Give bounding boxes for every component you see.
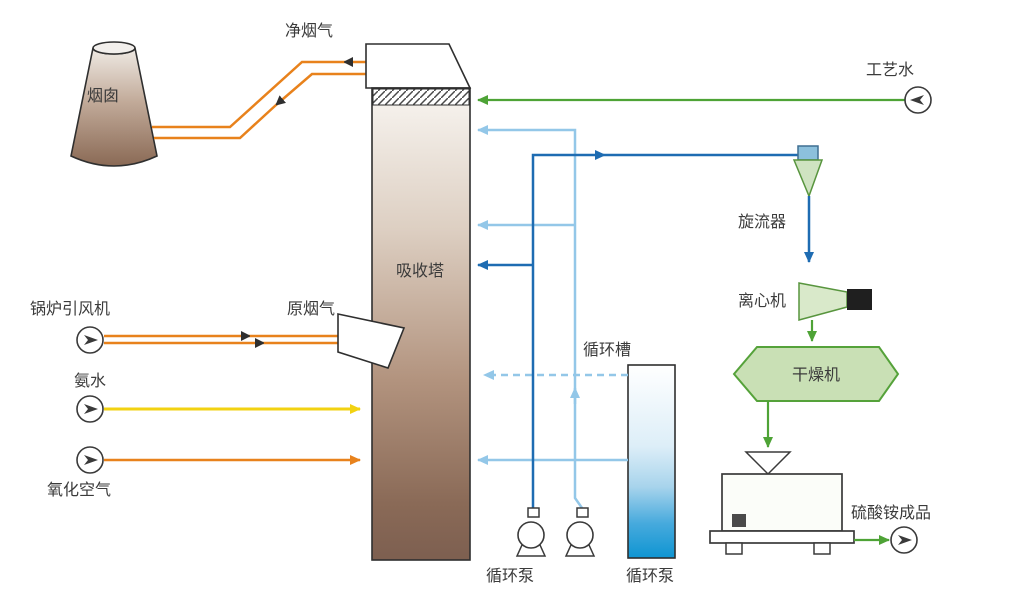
packaging-panel [732,514,746,527]
label-oxidation-air: 氧化空气 [47,481,111,499]
cyclone-inlet-box [797,145,819,161]
process-water-fan-icon [904,86,932,114]
centrifuge-body [798,282,848,321]
demister-band [372,88,470,106]
label-dryer: 干燥机 [792,366,840,384]
dryer [732,346,900,402]
label-ammonium-sulfate-product: 硫酸铵成品 [851,504,931,522]
dark-riser-to-cyclone [531,150,606,508]
boiler-fan-icon [76,326,104,354]
label-process-water: 工艺水 [866,61,914,79]
label-absorption-tower: 吸收塔 [396,262,444,280]
label-raw-flue-gas: 原烟气 [287,300,335,318]
label-chimney: 烟囱 [87,87,119,105]
recirculation-lines [477,125,798,509]
label-centrifuge: 离心机 [738,292,786,310]
packaging-machine [709,451,855,555]
label-circulation-tank: 循环槽 [583,341,631,359]
packaging-foot-right [813,542,831,555]
label-ammonia-water: 氨水 [74,372,106,390]
cyclone-cone [792,159,824,199]
circulation-pump-1-icon [516,507,546,557]
oxidation-air-fan-icon [76,446,104,474]
clean-gas-duct [152,57,368,140]
clean-gas-line-upper [152,60,344,129]
centrifuge-motor [847,289,872,310]
label-boiler-id-fan: 锅炉引风机 [30,300,110,318]
circulation-tank [627,364,676,559]
chimney-top-opening [92,41,136,55]
raw-gas-duct-lines [104,331,339,348]
label-circulation-pump-2: 循环泵 [626,567,674,585]
packaging-foot-left [725,542,743,555]
label-clean-flue-gas: 净烟气 [285,22,333,40]
clean-gas-line-lower [154,104,277,140]
absorption-tower [365,43,472,561]
packaging-base [709,530,855,544]
circulation-pump-2-icon [565,507,595,557]
product-fan-icon [890,526,918,554]
label-cyclone: 旋流器 [738,213,786,231]
label-circulation-pump-1: 循环泵 [486,567,534,585]
cyclone [792,145,824,199]
tower-top [365,43,472,89]
light-riser-and-top-spray-line [477,125,584,509]
centrifuge [798,282,872,321]
clean-gas-line-lower-arrow-segment [275,72,368,106]
raw-gas-inlet-duct [337,313,406,369]
ammonia-fan-icon [76,395,104,423]
chimney [70,41,158,167]
packaging-funnel [744,451,792,476]
